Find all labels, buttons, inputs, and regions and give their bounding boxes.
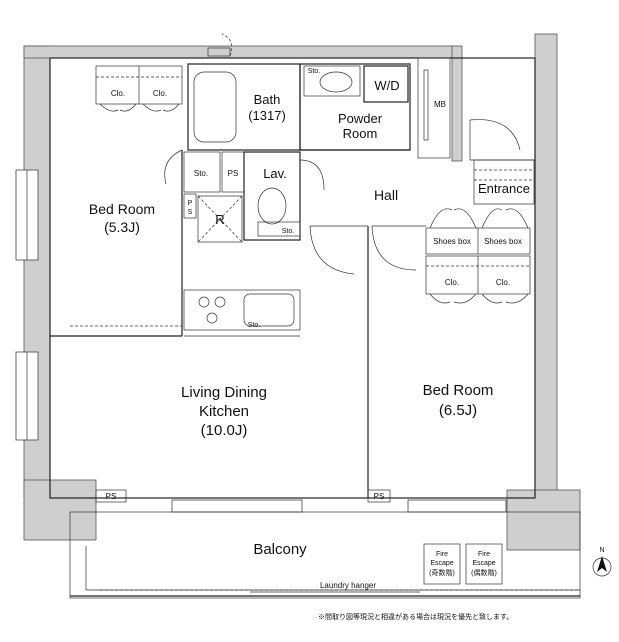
bath-label: Bath xyxy=(254,92,281,107)
laundry-hanger-label: Laundry hanger xyxy=(320,581,376,590)
ps-left-label: PS xyxy=(228,169,239,178)
fire-escape-even-label-1: Fire xyxy=(478,551,490,558)
ldk-label-2: Kitchen xyxy=(199,403,249,420)
lavatory xyxy=(243,151,301,241)
north-wall xyxy=(23,45,457,59)
closet-label-2: Clo. xyxy=(153,89,167,98)
bathtub xyxy=(193,71,237,143)
shoes-box-label-1: Shoes box xyxy=(433,237,471,246)
fire-escape-odd-label-3: (奇数階) xyxy=(429,568,455,577)
fire-escape-odd xyxy=(423,543,461,585)
closet-label-1: Clo. xyxy=(111,89,125,98)
interior-outline xyxy=(49,57,536,499)
balcony-label: Balcony xyxy=(253,541,307,558)
bedroom-1-label: Bed Room xyxy=(89,201,155,217)
kitchen-counter xyxy=(183,289,301,331)
ps-small-label-1: P xyxy=(188,200,193,207)
south-window-bed xyxy=(407,499,507,513)
disclaimer-note: ※間取り図等現況と相違がある場合は現況を優先と致します。 xyxy=(318,614,514,621)
toilet xyxy=(257,187,287,225)
storage-left xyxy=(183,151,221,193)
kitchen-sink xyxy=(243,293,295,327)
ps-bed-label: PS xyxy=(374,492,385,501)
wd-label: W/D xyxy=(374,78,399,93)
powder-label-2: Room xyxy=(343,126,378,141)
powder-sink xyxy=(303,65,361,97)
kitchen-storage-label: Sto. xyxy=(248,322,261,329)
ps-small xyxy=(183,193,197,219)
ps-ldk-label: PS xyxy=(106,492,117,501)
east-column xyxy=(534,33,558,505)
closet-right-label-1: Clo. xyxy=(445,278,459,287)
balcony-area xyxy=(69,511,581,599)
entrance-label: Entrance xyxy=(478,181,530,196)
ldk-size-label: (10.0J) xyxy=(201,422,248,439)
powder-label-1: Powder xyxy=(338,111,383,126)
mb-wall xyxy=(451,45,463,162)
powder-storage-label: Sto. xyxy=(308,68,321,75)
mb-label: MB xyxy=(434,100,446,109)
fire-escape-odd-label-1: Fire xyxy=(436,551,448,558)
fire-escape-odd-label-2: Escape xyxy=(430,560,453,567)
fire-escape-even xyxy=(465,543,503,585)
fridge-space xyxy=(197,195,243,243)
lavatory-label: Lav. xyxy=(263,166,287,181)
fridge-label: R xyxy=(215,212,224,227)
ldk-label-1: Living Dining xyxy=(181,384,267,401)
fire-escape-even-label-2: Escape xyxy=(472,560,495,567)
north-label: N xyxy=(599,547,604,554)
closet-right-label-2: Clo. xyxy=(496,278,510,287)
fire-escape-even-label-3: (偶数階) xyxy=(471,568,497,577)
hall-label: Hall xyxy=(374,187,398,203)
bath-room xyxy=(187,63,301,151)
southeast-column xyxy=(506,489,581,551)
shoes-box-label-2: Shoes box xyxy=(484,237,522,246)
ps-small-label-2: S xyxy=(188,209,193,216)
bedroom-2-size: (6.5J) xyxy=(439,402,477,419)
lav-storage-label: Sto. xyxy=(282,228,295,235)
washer-dryer xyxy=(363,65,409,103)
bath-size-label: (1317) xyxy=(248,108,286,123)
entrance-floor xyxy=(473,159,535,205)
bedroom-2-label: Bed Room xyxy=(423,382,494,399)
southwest-column xyxy=(23,479,97,541)
bath-window xyxy=(207,47,231,57)
bedroom-1-size: (5.3J) xyxy=(104,219,140,235)
mb-closet xyxy=(417,57,451,159)
south-window-ldk xyxy=(171,499,303,513)
storage-left-label: Sto. xyxy=(194,169,208,178)
